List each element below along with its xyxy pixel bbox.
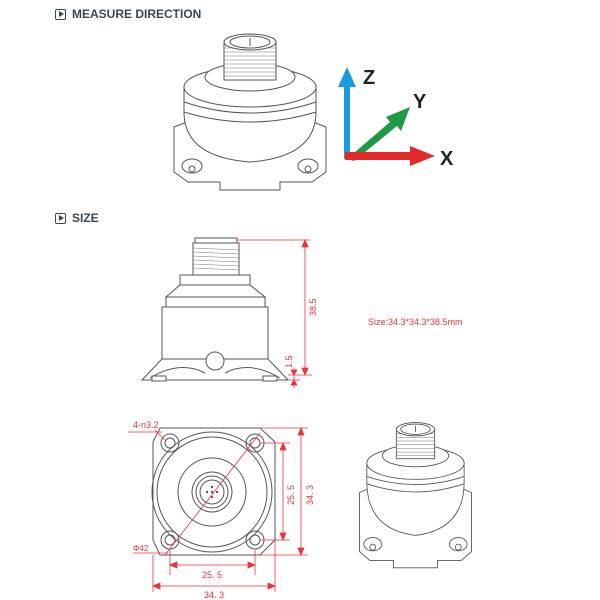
play-box-icon xyxy=(55,8,66,20)
size-header: SIZE xyxy=(55,211,99,225)
z-axis-arrow xyxy=(338,67,356,159)
y-axis-arrow xyxy=(347,107,410,161)
sensor-isometric-image xyxy=(173,33,327,191)
measure-direction-header: MEASURE DIRECTION xyxy=(55,7,201,21)
top-view-drawing: 4-n3.2 Φ42 25. 5 34. 3 25. 5 34. 3 xyxy=(128,420,315,600)
side-view-drawing: 38.5 1.5 xyxy=(140,237,318,388)
play-box-icon xyxy=(55,212,66,224)
y-axis-label: Y xyxy=(413,91,427,113)
inner-width-dimension: 25. 5 xyxy=(202,570,222,580)
measure-direction-title: MEASURE DIRECTION xyxy=(72,7,202,21)
axes-diagram: Z Y X xyxy=(338,67,454,170)
x-axis-label: X xyxy=(440,148,454,170)
outer-width-dimension: 34. 3 xyxy=(204,590,224,600)
x-axis-arrow xyxy=(345,146,435,166)
diameter-label: Φ42 xyxy=(133,544,149,553)
inner-height-dimension: 25. 5 xyxy=(286,485,296,505)
size-note: Size:34.3*34.3*38.5mm xyxy=(368,317,463,327)
hole-label: 4-n3.2 xyxy=(133,420,159,430)
sensor-isometric-image-2 xyxy=(359,422,472,569)
z-axis-label: Z xyxy=(363,67,375,89)
height-dimension: 38.5 xyxy=(308,298,318,316)
size-title: SIZE xyxy=(72,211,99,225)
base-dimension: 1.5 xyxy=(284,355,294,368)
outer-height-dimension: 34. 3 xyxy=(305,485,315,505)
